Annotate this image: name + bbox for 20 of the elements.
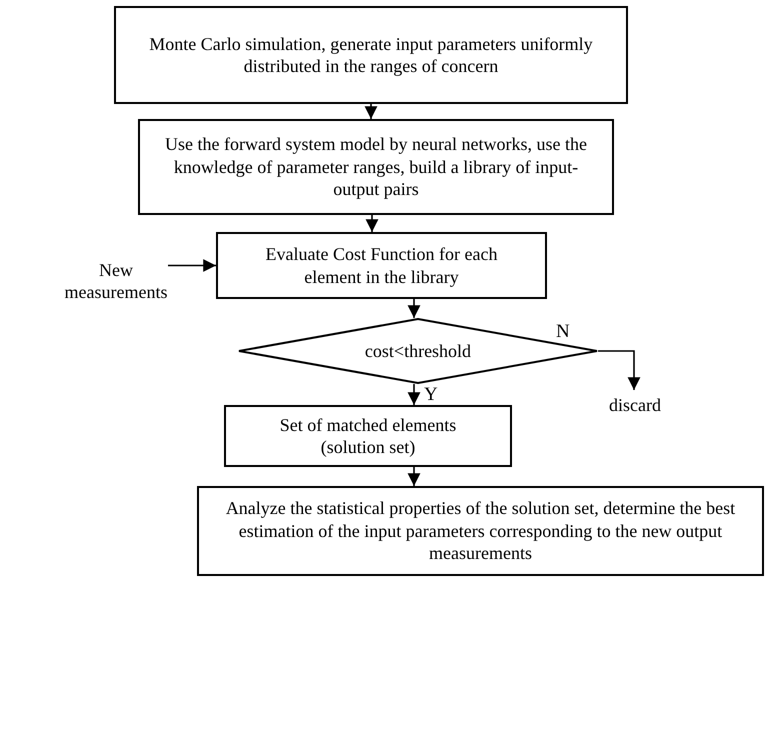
node-text: New measurements [64,258,168,304]
process-box [197,486,764,576]
arrow [366,215,378,232]
arrow [408,467,420,486]
process-box [224,405,512,467]
node-label: Monte Carlo simulation, generate input parameters uniformly distributed in the ranges of concern [148,32,594,78]
node-text: discard [609,394,661,416]
node-label: Evaluate Cost Function for each element in the library [264,243,498,288]
arrow [168,259,216,272]
node-label: Set of matched elements (solution set) [278,414,458,458]
node-label: Analyze the statistical properties of the solution set, determine the best estimation of the input parameters corresponding to the new output measurements [224,497,736,565]
arrow [598,350,640,390]
process-box [138,119,614,215]
process-box [114,6,628,104]
arrow [364,104,378,119]
process-box [216,232,547,299]
node-label: Use the forward system model by neural networks, use the knowledge of parameter ranges, build a library of input-output pairs [164,133,588,201]
node-label: cost<threshold [364,340,472,362]
arrow [408,384,420,405]
arrow [408,299,420,318]
